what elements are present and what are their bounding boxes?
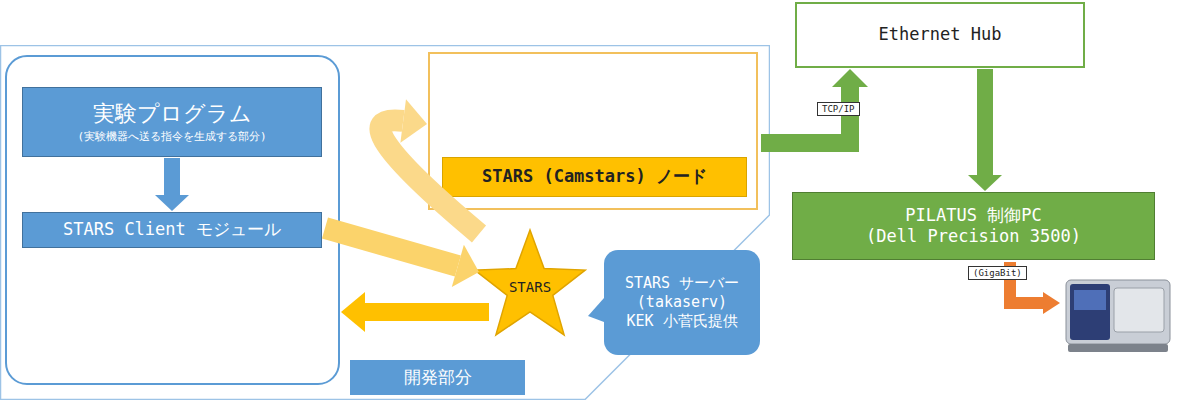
node-text: (実験機器へ送る指令を生成する部分) <box>77 130 266 144</box>
node-text: STARS サーバー (takaserv) KEK 小菅氏提供 <box>622 274 742 330</box>
hub-box: Ethernet Hub <box>795 2 1085 68</box>
region-border <box>1 46 770 400</box>
node-text: STARS <box>509 279 551 297</box>
node-text: STARS (Camstars) ノード <box>482 166 707 187</box>
node-text: PILATUS 制御PC <box>905 205 1041 226</box>
node-text: Ethernet Hub <box>879 24 1002 45</box>
arrow-shaft <box>325 228 458 266</box>
arrow-shaft <box>365 303 489 321</box>
detector-illustration <box>1066 280 1170 352</box>
arrow-head <box>400 99 427 143</box>
node-text: (Dell Precision 3500) <box>866 226 1081 247</box>
region-label: 開発部分 <box>350 360 525 395</box>
gige-arrow-head <box>1043 292 1060 314</box>
flow-arrow <box>155 158 189 211</box>
node-text: 実験プログラム <box>93 100 252 128</box>
arrow-head <box>155 195 189 211</box>
star-outline <box>475 230 585 335</box>
process-box: STARS Client モジュール <box>22 212 322 248</box>
flow-arrow <box>380 99 479 234</box>
arrow-head <box>832 69 868 87</box>
pc-box: PILATUS 制御PC(Dell Precision 3500) <box>792 192 1155 260</box>
flow-arrow <box>325 228 479 287</box>
client-container: 実験プログラム (実験機器へ送る指令を生成する部分) STARS Client モジ… <box>5 55 340 385</box>
flow-arrow <box>968 69 1002 191</box>
arrow-head <box>452 245 479 287</box>
process-box: STARS (Camstars) ノード <box>442 157 747 197</box>
callout-box: STARS サーバー (takaserv) KEK 小菅氏提供 <box>604 250 760 355</box>
arrow-head <box>341 292 365 332</box>
server-star: STARS <box>465 228 595 338</box>
process-box: 実験プログラム (実験機器へ送る指令を生成する部分) <box>22 87 322 157</box>
node-text: STARS Client モジュール <box>63 219 281 240</box>
node-container: STARS (Camstars) ノード <box>428 52 758 210</box>
arrow-head <box>968 175 1002 191</box>
edge-label: TCP/IP <box>817 102 860 116</box>
link-label: (GigaBit) <box>968 266 1027 280</box>
arrow-shaft <box>164 158 180 195</box>
flow-arrow <box>761 69 868 143</box>
callout-tail <box>588 298 604 322</box>
arrow-shaft <box>977 69 993 175</box>
flow-arrow <box>341 292 489 332</box>
arrow-shaft <box>380 120 479 234</box>
